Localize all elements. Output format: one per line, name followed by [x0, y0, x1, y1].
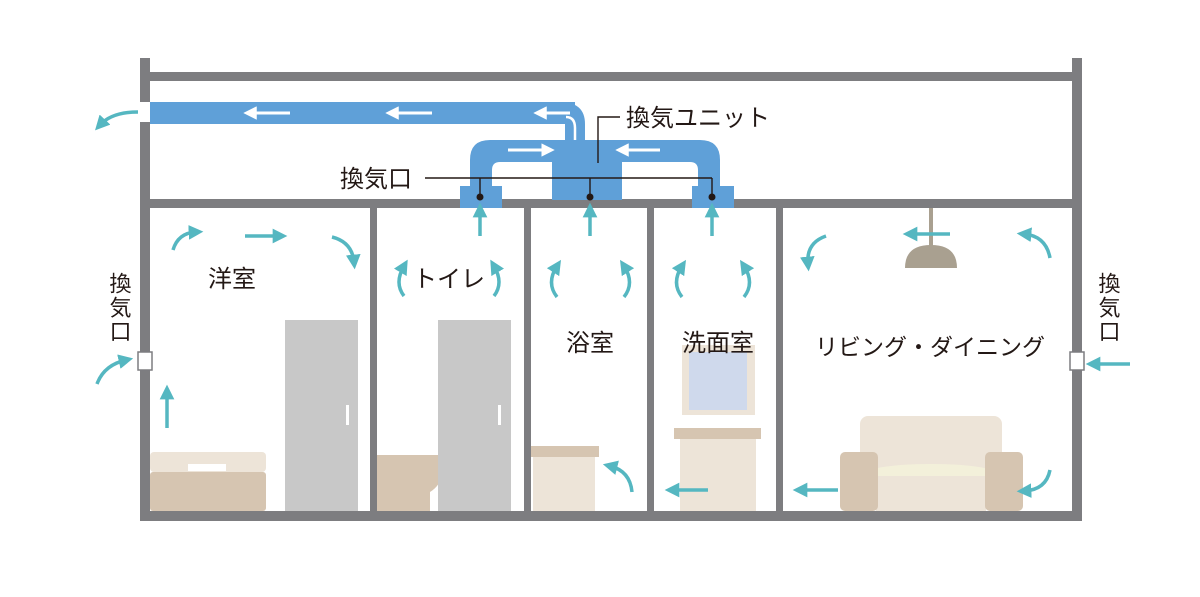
- partition-wall: [776, 208, 783, 511]
- partition-wall: [370, 208, 377, 511]
- roof-beam: [140, 72, 1082, 81]
- room-label-living-dining: リビング・ダイニング: [815, 335, 1045, 361]
- vent-callout-label: 換気口: [340, 165, 412, 193]
- door-handle: [346, 405, 349, 425]
- duct-arrow-curve-icon: [565, 115, 577, 140]
- airflow-arrow-icon: [1016, 469, 1052, 499]
- bedroom-door: [285, 320, 358, 511]
- left-wall-duct-opening: [138, 102, 152, 122]
- airflow-arrow-icon: [490, 259, 505, 298]
- vent-point-dot: [476, 193, 484, 201]
- vent-point-dot: [586, 193, 594, 201]
- ceiling-lamp-cord: [929, 208, 933, 250]
- bed-headboard: [150, 452, 266, 472]
- left-wall-vent-opening: [137, 351, 153, 371]
- living-furniture: [840, 208, 1023, 511]
- airflow-arrow-icon: [95, 110, 139, 131]
- vanity-top: [674, 428, 761, 439]
- right-outer-wall: [1072, 58, 1082, 521]
- right-wall-vent-opening: [1069, 351, 1085, 371]
- right-branch-duct: [622, 140, 720, 190]
- ceiling-slab: [140, 199, 1082, 208]
- sofa-seat: [876, 476, 986, 511]
- floor-slab: [140, 511, 1082, 521]
- vent-point-dot: [708, 193, 716, 201]
- bed-pillow: [188, 464, 226, 471]
- bed: [150, 472, 266, 511]
- bathroom-furniture: [531, 446, 599, 511]
- sofa-back: [860, 416, 1002, 472]
- room-label-washroom: 洗面室: [682, 329, 754, 357]
- ceiling-lamp: [905, 245, 957, 268]
- airflow-arrow-icon: [393, 259, 408, 298]
- toilet-furniture: [377, 320, 511, 511]
- airflow-arrow-icon: [1016, 227, 1052, 259]
- airflow-arrow-icon: [620, 259, 635, 299]
- left-branch-duct: [470, 140, 555, 190]
- airflow-arrow-icon: [799, 234, 827, 272]
- airflow-arrow-icon: [602, 460, 634, 493]
- bathtub-rim: [531, 446, 599, 457]
- sofa-arm-right: [985, 452, 1023, 511]
- exhaust-duct: [150, 102, 575, 124]
- washroom-furniture: [674, 345, 761, 511]
- ventilation-unit: [552, 140, 622, 200]
- airflow-arrow-icon: [671, 259, 686, 299]
- callout-lines: [425, 116, 713, 196]
- airflow-arrow-icon: [740, 259, 755, 299]
- vanity-cabinet: [680, 439, 756, 511]
- airflow-arrows: [95, 110, 1130, 499]
- unit-label: 換気ユニット: [626, 104, 770, 132]
- airflow-arrow-icon: [331, 235, 361, 270]
- room-label-bathroom: 浴室: [566, 329, 614, 357]
- airflow-arrow-icon: [546, 259, 561, 299]
- sofa-arm-left: [840, 452, 878, 511]
- right-vent-label: 換気口: [1095, 272, 1121, 344]
- airflow-arrow-icon: [95, 354, 134, 385]
- unit-callout-line: [597, 116, 620, 163]
- toilet-bowl: [377, 455, 446, 511]
- room-label-toilet: トイレ: [413, 265, 485, 293]
- room-label-bedroom: 洋室: [208, 265, 256, 293]
- partition-wall: [524, 208, 531, 511]
- duct-flow-arrows: [243, 106, 660, 157]
- left-vent-label: 換気口: [106, 272, 132, 344]
- left-outer-wall: [140, 58, 150, 521]
- door-handle: [498, 405, 501, 425]
- partition-wall: [647, 208, 654, 511]
- mirror: [689, 352, 747, 410]
- bedroom-furniture: [150, 320, 358, 511]
- building-walls: [140, 58, 1082, 521]
- airflow-arrow-icon: [171, 225, 204, 251]
- bathtub: [533, 457, 595, 511]
